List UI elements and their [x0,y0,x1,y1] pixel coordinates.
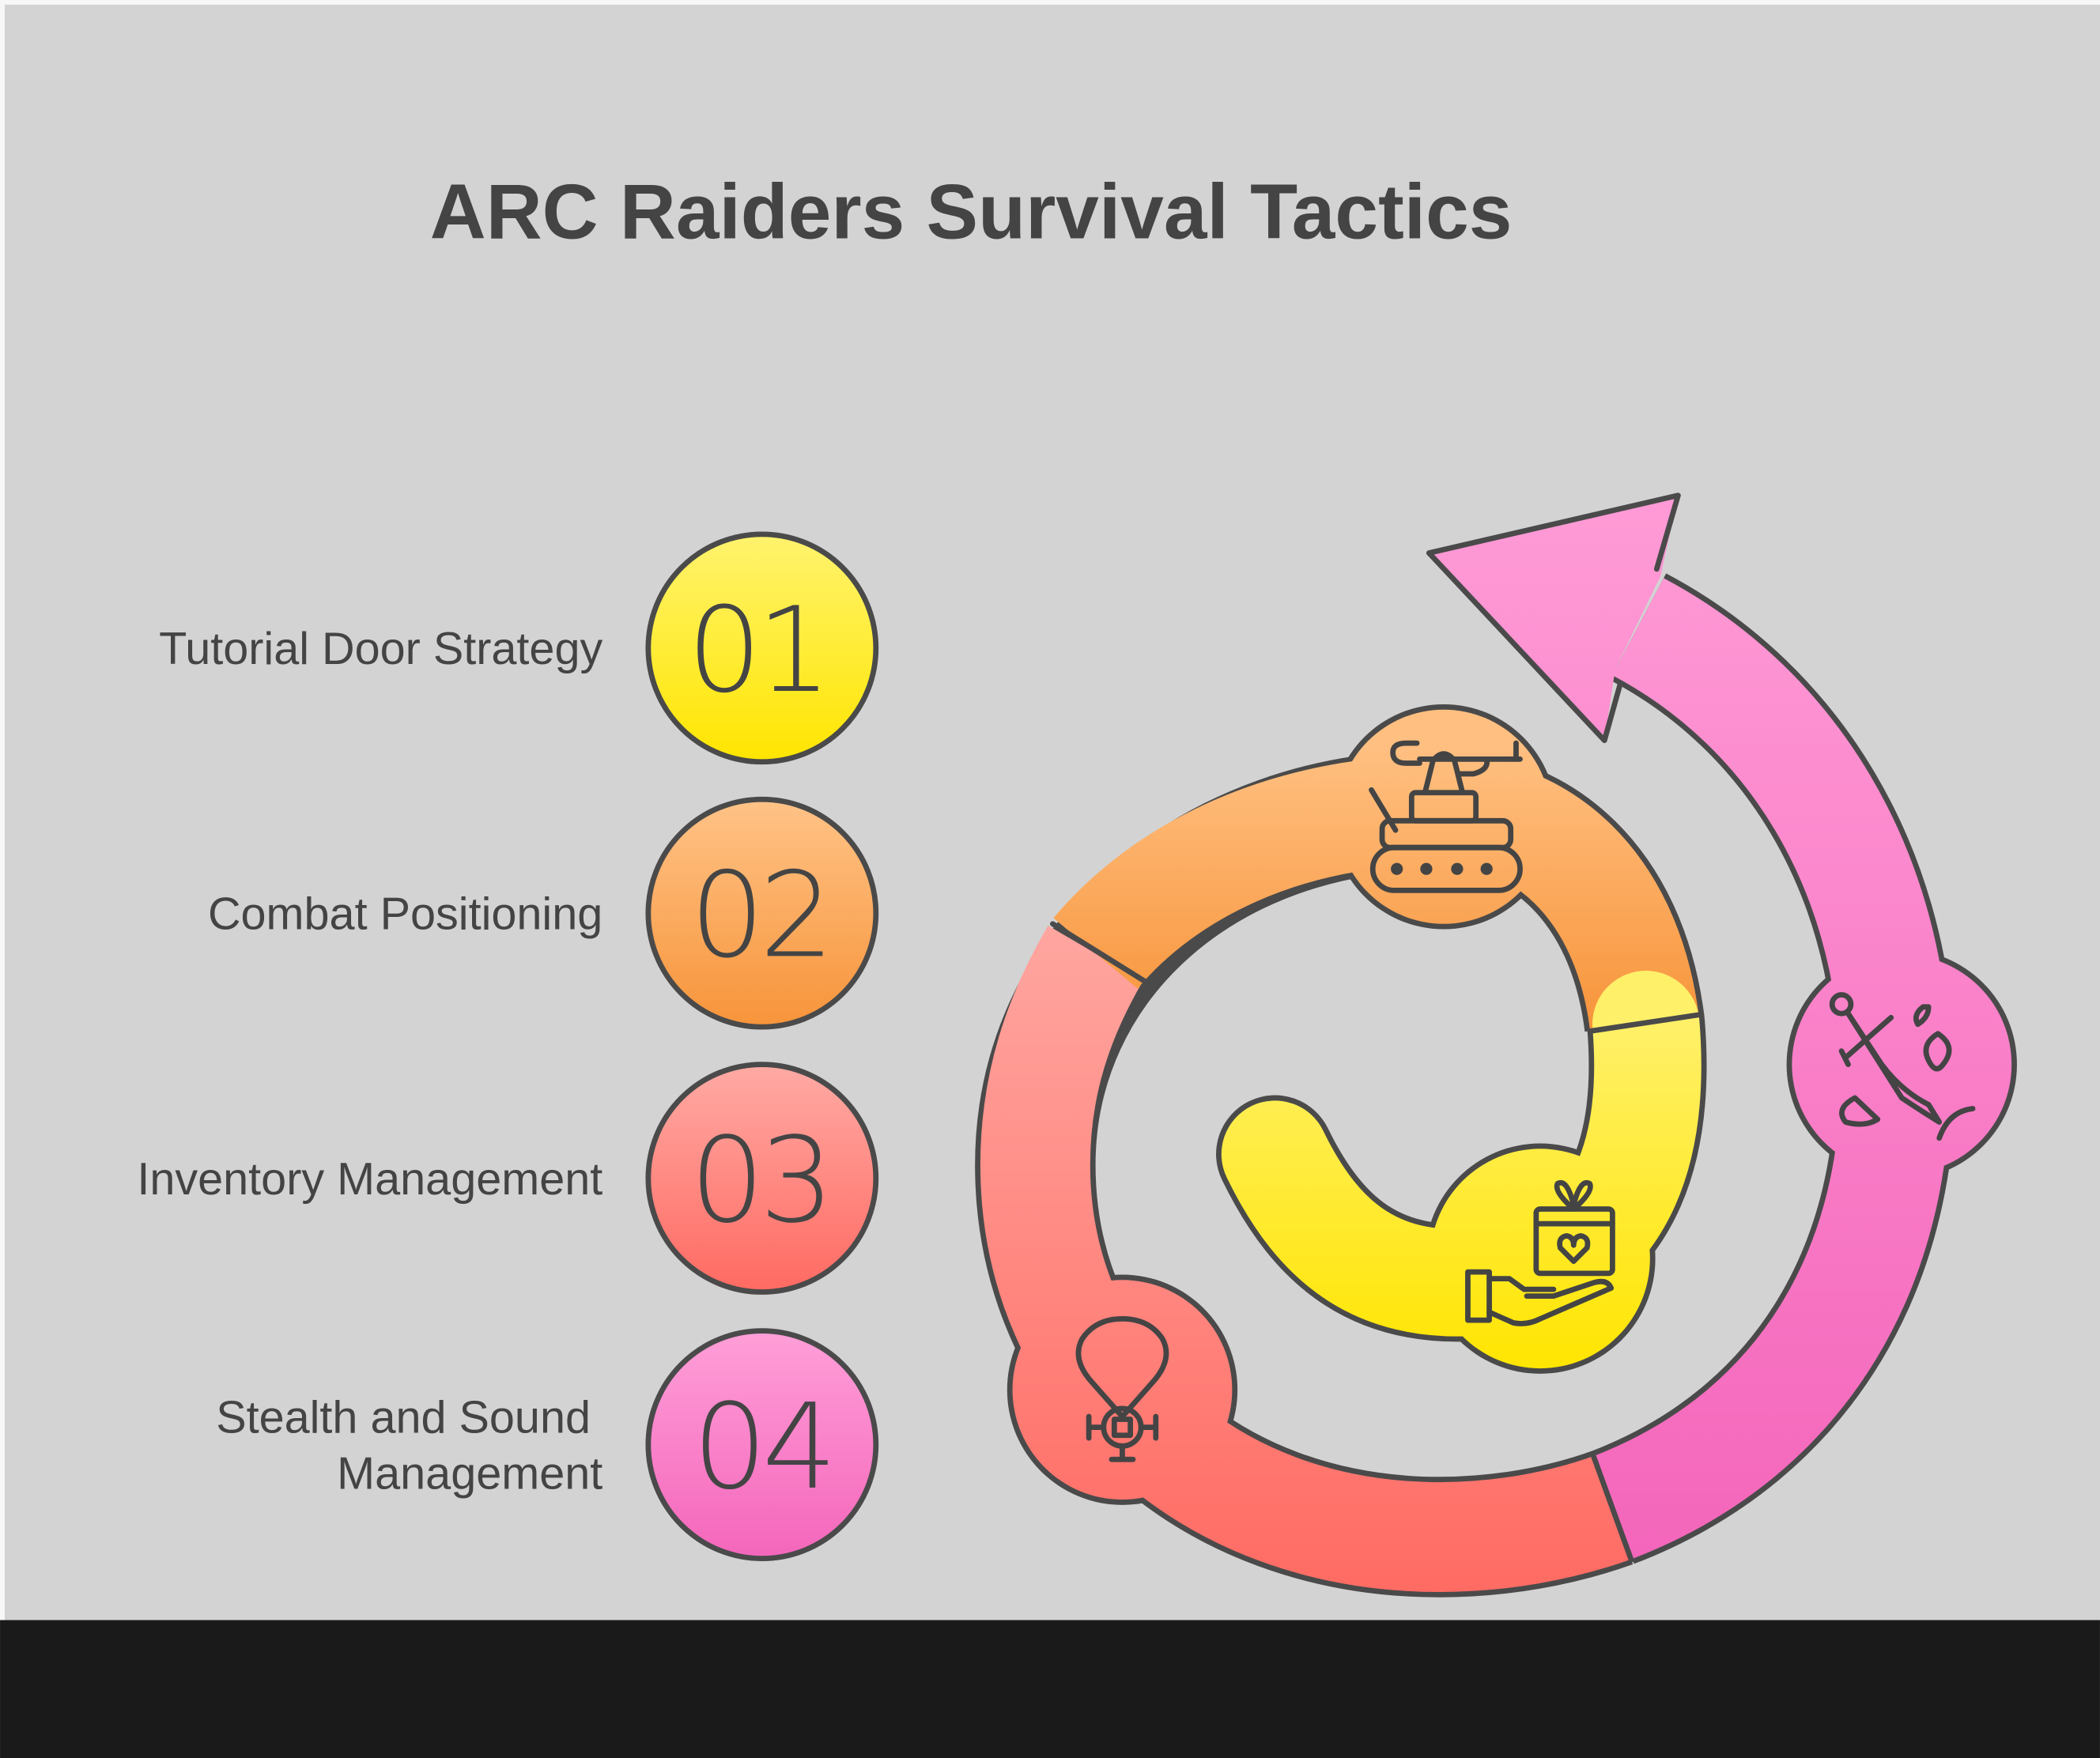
step-number: 01 [687,583,826,719]
page-title: ARC Raiders Survival Tactics [430,168,1513,255]
step-04: Stealth and Sound Management 04 [216,1328,879,1562]
bottom-bar [0,1620,2100,1758]
divider [1591,1454,1634,1563]
step-number-badge [645,796,879,1030]
step-label-line2: Management [337,1449,602,1500]
step-number-badge [645,1328,879,1562]
step-number-badge [645,1062,879,1295]
gift-hand-icon [1465,1179,1615,1326]
spiral-diagram [975,492,2017,1598]
step-number: 03 [689,1113,829,1250]
divider [1050,921,1148,984]
step-label-line1: Stealth and Sound [216,1392,591,1443]
step-label: Inventory Management [137,1154,602,1205]
step-03: Inventory Management 03 [137,1062,879,1295]
hot-air-balloon-icon [1075,1316,1169,1462]
step-label: Tutorial Door Strategy [159,624,602,674]
step-number-badge [645,531,879,765]
step-01: Tutorial Door Strategy 01 [159,531,879,765]
step-number: 04 [693,1379,832,1516]
robot-tank-icon [1369,740,1523,893]
step-number: 02 [689,847,829,984]
arrow-head [1429,495,1679,741]
step-02: Combat Positioning 02 [208,796,879,1030]
step-label: Combat Positioning [208,889,602,940]
dagger-blood-icon [1829,992,1976,1141]
divider [1588,1012,1702,1034]
